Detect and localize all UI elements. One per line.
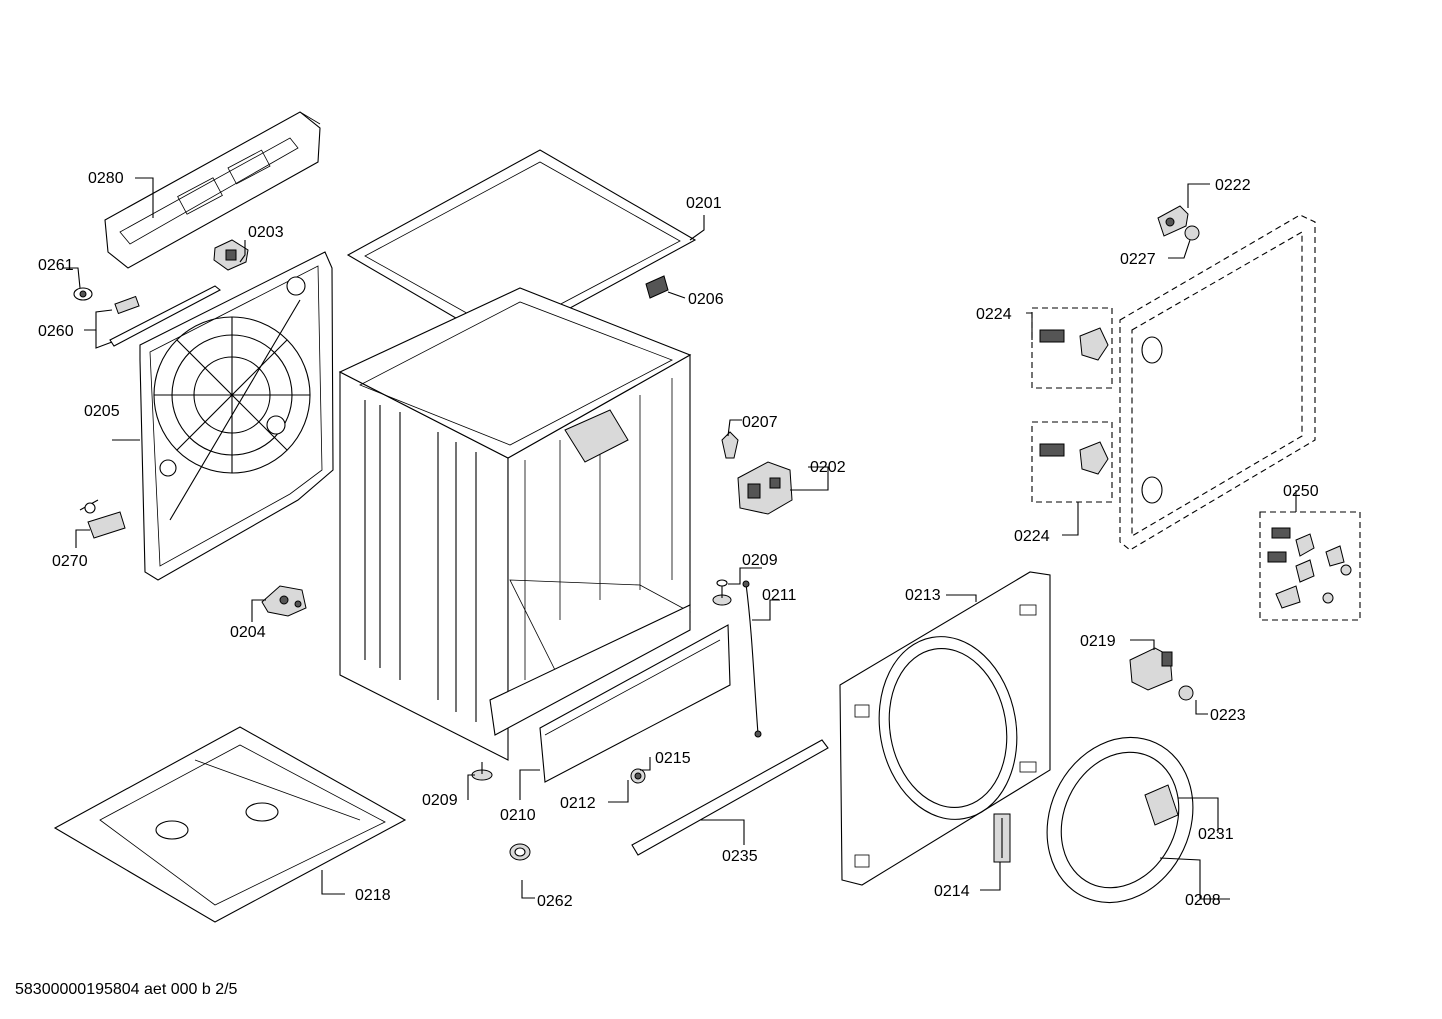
part-0261-clip — [73, 287, 93, 301]
drawing-reference-footer: 58300000195804 aet 000 b 2/5 — [15, 981, 238, 998]
part-0210-kick-plate — [539, 624, 731, 783]
part-0209-foot-right — [712, 579, 732, 606]
part-0260-rod — [109, 285, 221, 347]
part-0204-bracket — [261, 585, 307, 617]
part-0211-cable — [742, 580, 762, 738]
part-0201-top-cover — [346, 149, 697, 346]
part-0223-cap — [1178, 685, 1194, 701]
part-0262-clamp — [509, 843, 531, 861]
label-0207: 0207 — [742, 414, 778, 431]
label-0235: 0235 — [722, 848, 758, 865]
label-0218: 0218 — [355, 887, 391, 904]
label-0262: 0262 — [537, 893, 573, 910]
door-outline-dashed — [1119, 214, 1316, 551]
label-0227: 0227 — [1120, 251, 1156, 268]
label-0214: 0214 — [934, 883, 970, 900]
part-0205-rear-panel — [139, 251, 334, 581]
part-0215-screw — [630, 768, 646, 784]
label-0260: 0260 — [38, 323, 74, 340]
label-0209-left: 0209 — [422, 792, 458, 809]
label-0204: 0204 — [230, 624, 266, 641]
part-0227-cap — [1184, 225, 1200, 241]
part-0209-foot-left — [471, 762, 493, 781]
label-0212: 0212 — [560, 795, 596, 812]
label-0201: 0201 — [686, 195, 722, 212]
part-0231-door-handle — [1144, 784, 1179, 826]
label-0280: 0280 — [88, 170, 124, 187]
label-0209-right: 0209 — [742, 552, 778, 569]
part-0222-bracket — [1157, 205, 1189, 237]
label-0210: 0210 — [500, 807, 536, 824]
part-0203-bracket — [213, 239, 249, 271]
label-0223: 0223 — [1210, 707, 1246, 724]
label-0208: 0208 — [1185, 892, 1221, 909]
part-0202-door-lock — [737, 461, 793, 515]
part-0235-trim-strip — [631, 739, 829, 856]
cabinet-frame — [338, 287, 692, 761]
part-0214-hinge — [993, 813, 1011, 863]
label-0224-bottom: 0224 — [1014, 528, 1050, 545]
label-0261: 0261 — [38, 257, 74, 274]
label-0215: 0215 — [655, 750, 691, 767]
part-0219-knob — [1129, 647, 1173, 691]
label-0213: 0213 — [905, 587, 941, 604]
part-0218-base-plate — [53, 726, 407, 923]
label-0206: 0206 — [688, 291, 724, 308]
part-0206-latch — [645, 275, 669, 299]
part-0224-kit-bottom — [1031, 421, 1113, 503]
part-0280-rear-strip — [104, 111, 321, 269]
label-0222: 0222 — [1215, 177, 1251, 194]
label-0219: 0219 — [1080, 633, 1116, 650]
part-0208-door-ring — [1046, 736, 1194, 904]
label-0205: 0205 — [84, 403, 120, 420]
leader-lines — [62, 177, 1297, 900]
part-0224-kit-top — [1031, 307, 1113, 389]
label-0203: 0203 — [248, 224, 284, 241]
part-0213-front-panel — [839, 571, 1051, 886]
label-0231: 0231 — [1198, 826, 1234, 843]
label-0202: 0202 — [810, 459, 846, 476]
part-0270-fitting — [79, 499, 126, 539]
part-0250-kit — [1259, 511, 1361, 621]
label-0224-top: 0224 — [976, 306, 1012, 323]
label-0250: 0250 — [1283, 483, 1319, 500]
part-0207-clip — [721, 431, 739, 459]
label-0211: 0211 — [762, 587, 797, 604]
part-labels: 0280 0203 0261 0260 0205 0270 0204 0201 … — [38, 170, 1319, 910]
label-0270: 0270 — [52, 553, 88, 570]
